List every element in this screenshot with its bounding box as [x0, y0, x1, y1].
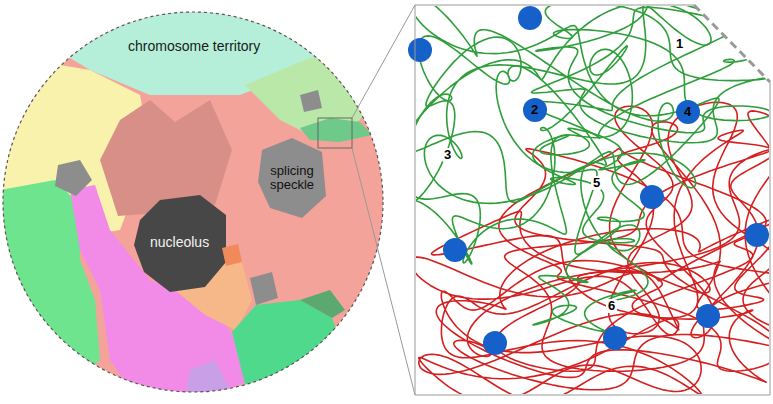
anchor-dot	[408, 38, 432, 62]
chromatin-fibre	[410, 257, 710, 402]
callout-number: 3	[442, 148, 453, 162]
callout-number: 6	[606, 299, 617, 313]
zoom-line	[352, 5, 415, 118]
chromosome-territories	[0, 0, 400, 404]
anchor-dot	[443, 238, 467, 262]
chromatin-fibre	[533, 128, 648, 332]
anchor-dot	[518, 6, 542, 30]
anchor-dots	[408, 6, 769, 355]
chromatin-fibres	[401, 0, 773, 402]
anchor-dot	[696, 304, 720, 328]
anchor-dot	[523, 98, 547, 122]
region-label: splicing speckle	[262, 164, 322, 193]
anchor-dot	[745, 223, 769, 247]
anchor-dot	[603, 326, 627, 350]
anchor-dot	[676, 100, 700, 124]
zoom-line	[352, 148, 415, 395]
callout-number: 4	[684, 105, 691, 119]
region-label: nucleolus	[150, 235, 209, 250]
callout-number: 1	[674, 37, 685, 51]
nucleus-outline	[3, 12, 383, 392]
chromatin-fibre	[528, 0, 771, 143]
chromatin-fibre	[402, 36, 640, 264]
callout-number: 5	[591, 176, 602, 190]
region-label: chromosome territory	[128, 39, 260, 54]
dashed-edge	[694, 5, 770, 82]
anchor-dot	[483, 331, 507, 355]
zoom-box	[318, 118, 352, 148]
callout-number: 2	[531, 103, 538, 117]
panel-border	[415, 5, 770, 395]
panel-border	[415, 5, 694, 6]
anchor-dot	[640, 185, 664, 209]
